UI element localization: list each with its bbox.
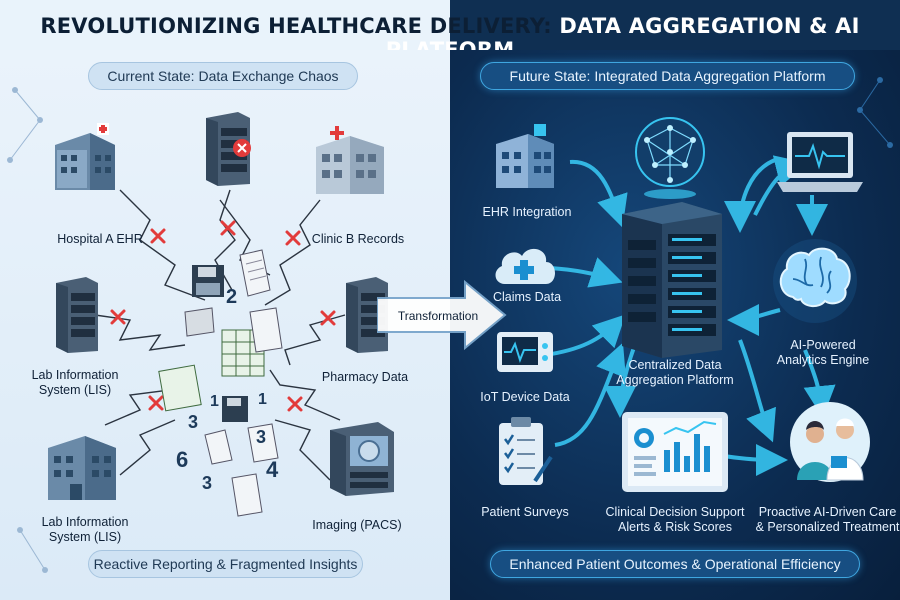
- iot-device-label: IoT Device Data: [480, 390, 570, 404]
- chaos-number: 1: [258, 391, 267, 408]
- chaos-number: 4: [266, 457, 279, 482]
- chaos-number: 2: [226, 286, 238, 308]
- lab-lis-label-1: Lab Information System (LIS): [31, 368, 119, 397]
- hospital-a-label: Hospital A EHR: [57, 232, 143, 246]
- server-tower-icon: [612, 200, 732, 360]
- chaos-number: 1: [210, 393, 219, 410]
- pharmacy-label: Pharmacy Data: [321, 370, 409, 384]
- brain-icon: [765, 235, 865, 330]
- hospital-icon: [40, 420, 125, 505]
- cloud-icon: [490, 240, 560, 290]
- chaos-x-marks: [110, 220, 336, 412]
- current-state-heading: Current State: Data Exchange Chaos: [88, 62, 358, 90]
- laptop-icon: [775, 128, 865, 196]
- ai-network-sphere-icon: [625, 110, 715, 200]
- chaos-number: 3: [256, 427, 267, 447]
- care-label: Proactive AI-Driven Care & Personalized …: [755, 505, 900, 534]
- iot-monitor-icon: [495, 330, 555, 378]
- current-state-footer: Reactive Reporting & Fragmented Insights: [88, 550, 363, 578]
- transformation-arrow-icon: [377, 280, 507, 350]
- platform-label: Centralized Data Aggregation Platform: [616, 358, 734, 387]
- imaging-label: Imaging (PACS): [312, 518, 402, 532]
- hospital-icon: [45, 115, 125, 195]
- page-title: REVOLUTIONIZING HEALTHCARE DELIVERY: DAT…: [40, 14, 860, 62]
- network-lines: [9, 89, 46, 571]
- analytics-engine-label: AI-Powered Analytics Engine: [776, 338, 870, 367]
- patient-surveys-label: Patient Surveys: [481, 505, 569, 519]
- hospital-icon: [490, 122, 560, 192]
- clipboard-icon: [495, 415, 555, 490]
- clinic-icon: [310, 122, 390, 197]
- doctor-patient-icon: [785, 400, 875, 485]
- chaos-number: 3: [202, 473, 213, 493]
- transformation-label: Transformation: [397, 309, 479, 323]
- imaging-device-icon: [322, 418, 402, 498]
- claims-data-label: Claims Data: [492, 290, 562, 304]
- cds-label: Clinical Decision Support Alerts & Risk …: [605, 505, 745, 534]
- server-icon: [198, 108, 258, 188]
- future-state-panel: Future State: Integrated Data Aggregatio…: [450, 50, 900, 600]
- title-bar: [0, 0, 900, 58]
- future-state-footer: Enhanced Patient Outcomes & Operational …: [490, 550, 860, 578]
- server-icon: [50, 275, 105, 355]
- ehr-integration-label: EHR Integration: [482, 205, 572, 219]
- dashboard-icon: [620, 410, 730, 495]
- lab-lis-label-2: Lab Information System (LIS): [41, 515, 129, 544]
- clinic-b-label: Clinic B Records: [311, 232, 405, 246]
- server-icon: [340, 275, 395, 355]
- future-state-heading: Future State: Integrated Data Aggregatio…: [480, 62, 855, 90]
- chaos-number: 6: [176, 447, 189, 472]
- chaos-number: 3: [188, 412, 199, 432]
